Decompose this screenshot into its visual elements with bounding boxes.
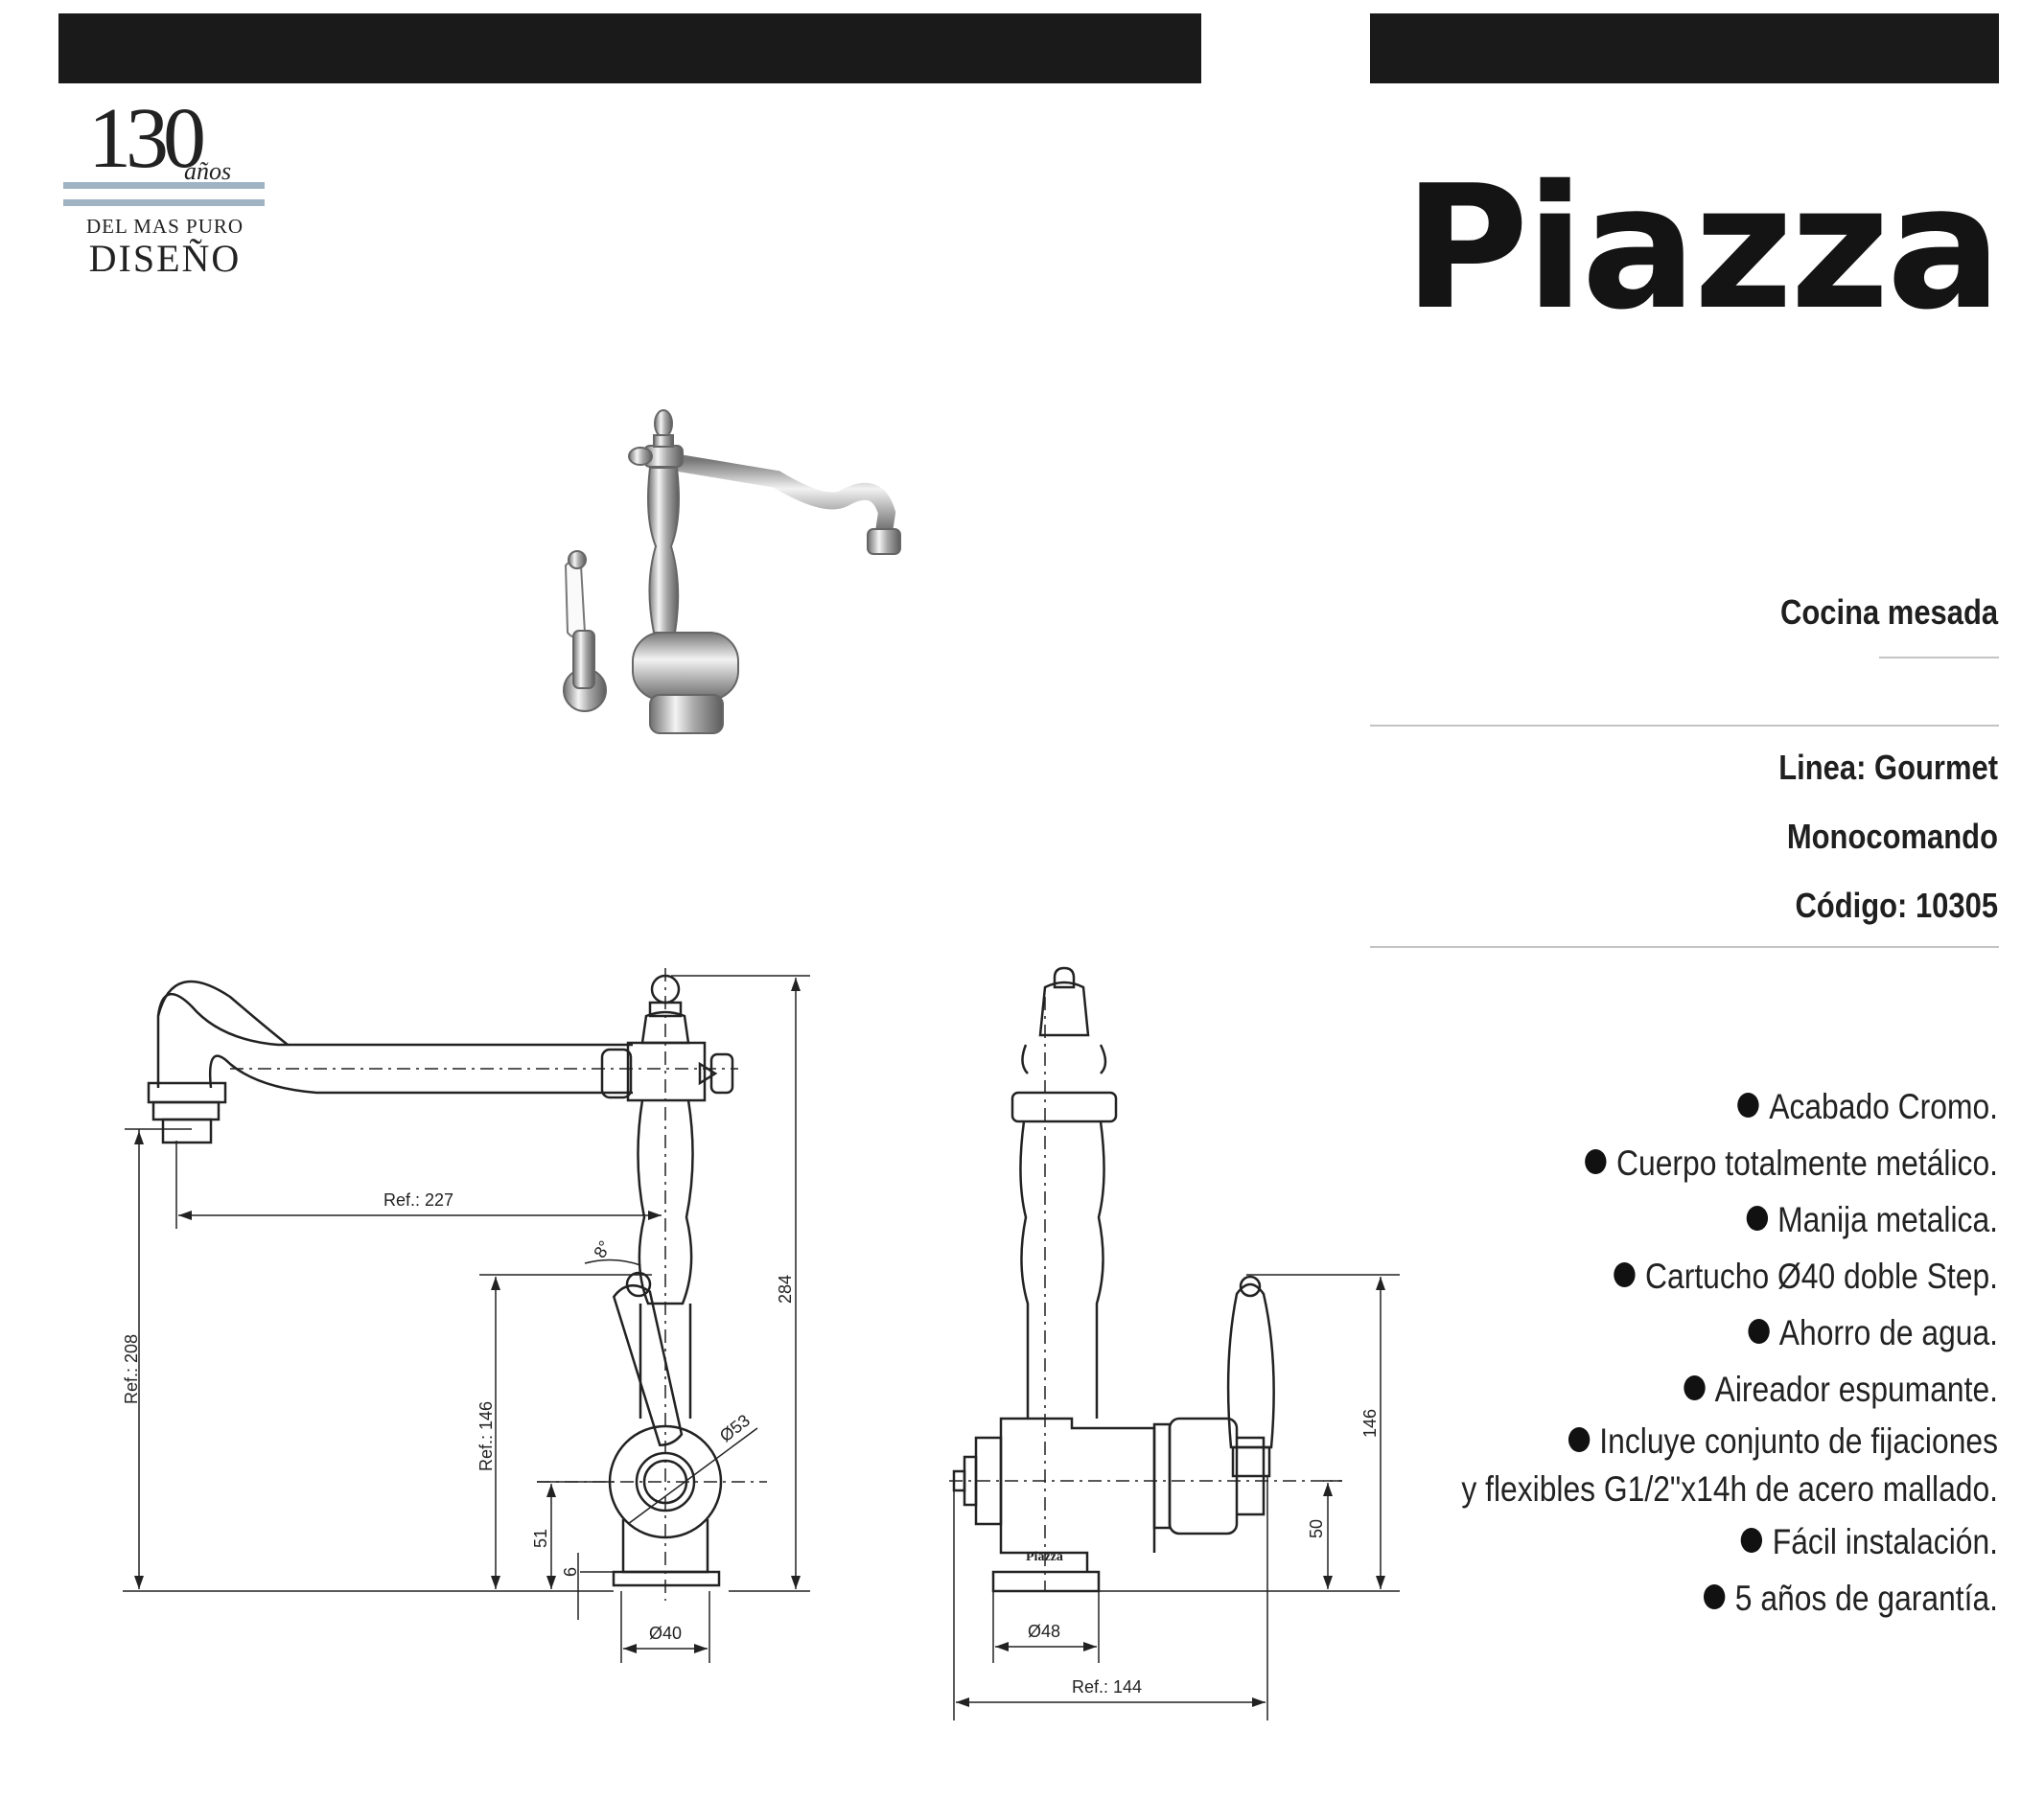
- anniversary-logo: 130 años DEL MAS PURO DISEÑO: [59, 91, 270, 280]
- logo-stripe-bottom: [63, 199, 265, 206]
- logo-years-label: años: [184, 157, 232, 185]
- feature-item: Manija metalica.: [1371, 1191, 1998, 1248]
- product-type: Monocomando: [1786, 817, 1998, 856]
- logo-tagline-line2: DISEÑO: [88, 237, 242, 280]
- side-dimension-arrows: [956, 1277, 1385, 1707]
- dim-angle: 8°: [590, 1237, 615, 1261]
- feature-item-continuation: y flexibles G1/2"x14h de acero mallado.: [1461, 1469, 1998, 1509]
- feature-item: Incluye conjunto de fijaciones: [1371, 1418, 1998, 1466]
- side-centerlines: [949, 997, 1342, 1591]
- section-rule-top: [1370, 725, 1999, 727]
- logo-tagline-line1: DEL MAS PURO: [85, 215, 244, 238]
- product-code: Código: 10305: [1795, 886, 1998, 925]
- bullet-icon: [1568, 1427, 1590, 1452]
- bullet-icon: [1704, 1584, 1726, 1609]
- dim-ref-lever-height: Ref.: 146: [476, 1401, 496, 1471]
- front-dimension-arrows: [134, 978, 801, 1653]
- feature-item: Cartucho Ø40 doble Step.: [1371, 1248, 1998, 1305]
- feature-item: Ahorro de agua.: [1371, 1305, 1998, 1361]
- dim-side-axis-height: 50: [1307, 1519, 1326, 1538]
- front-centerlines: [230, 968, 767, 1601]
- dim-base-height: 6: [561, 1567, 580, 1577]
- bullet-icon: [1683, 1375, 1706, 1400]
- dim-ref-spout-height: Ref.: 208: [122, 1334, 141, 1404]
- bullet-icon: [1741, 1528, 1763, 1553]
- feature-list: Acabado Cromo. Cuerpo totalmente metálic…: [1269, 1078, 1998, 1627]
- feature-item: Aireador espumante.: [1371, 1361, 1998, 1418]
- logo-number: 130: [88, 91, 206, 186]
- front-view-outline: [147, 974, 734, 1587]
- dim-total-height: 284: [776, 1275, 795, 1304]
- dim-base-diameter: Ø40: [649, 1624, 682, 1643]
- dim-axis-height: 51: [531, 1529, 550, 1548]
- bullet-icon: [1748, 1319, 1770, 1344]
- product-title: Piazza: [1404, 149, 2002, 347]
- logo-stripe-top: [63, 182, 265, 189]
- feature-item: Fácil instalación.: [1371, 1513, 1998, 1570]
- header-bar-left: [58, 13, 1201, 83]
- dim-side-base-diameter: Ø48: [1028, 1622, 1060, 1641]
- side-dimension-lines: [953, 1274, 1400, 1720]
- front-dimension-labels: Ref.: 227 8° 284 Ref.: 208 Ref.: 146 Ø53…: [122, 1190, 795, 1643]
- bullet-icon: [1737, 1093, 1759, 1118]
- feature-item: 5 años de garantía.: [1371, 1570, 1998, 1627]
- short-rule: [1879, 657, 1999, 658]
- product-use: Cocina mesada: [1779, 592, 1998, 632]
- faucet-photo: [563, 409, 901, 734]
- bullet-icon: [1614, 1262, 1636, 1287]
- product-line: Linea: Gourmet: [1778, 748, 1998, 787]
- feature-item: Acabado Cromo.: [1371, 1078, 1998, 1135]
- side-dimension-labels: 146 50 Ø48 Ref.: 144: [1028, 1409, 1380, 1697]
- side-view-outline: [952, 966, 1275, 1593]
- front-dimension-lines: [123, 975, 810, 1663]
- section-rule-bottom: [1370, 946, 1999, 948]
- dim-lever-height: 146: [1360, 1409, 1380, 1438]
- bullet-icon: [1746, 1206, 1768, 1231]
- dim-ref-depth: Ref.: 144: [1072, 1677, 1142, 1697]
- bullet-icon: [1585, 1149, 1607, 1174]
- dim-body-diameter: Ø53: [716, 1411, 754, 1446]
- feature-item: Cuerpo totalmente metálico.: [1371, 1135, 1998, 1191]
- header-bar-right: [1370, 13, 1999, 83]
- dim-ref-reach: Ref.: 227: [383, 1190, 453, 1210]
